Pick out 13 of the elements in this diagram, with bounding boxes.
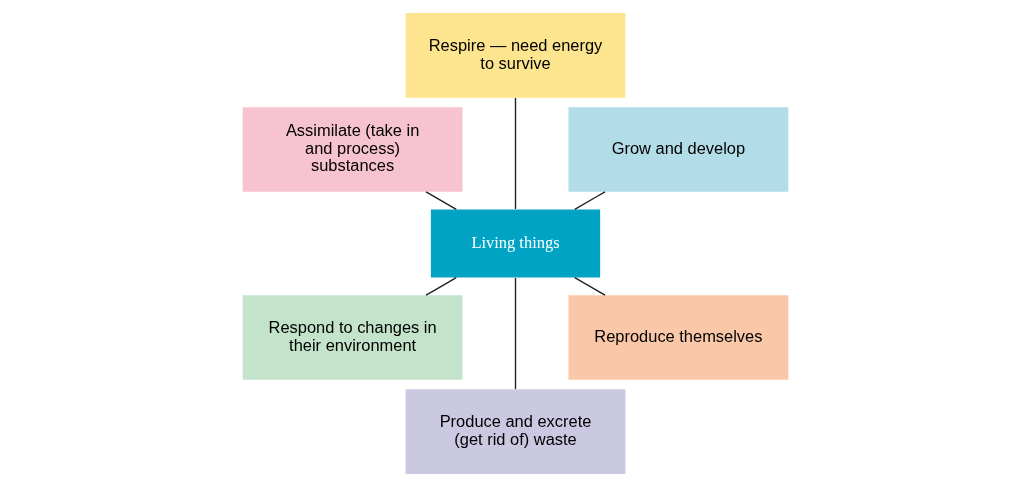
connector — [574, 191, 606, 210]
node-box: Respond to changes in their environment — [242, 295, 463, 380]
node-box: Assimilate (take in and process) substances — [242, 107, 463, 192]
node-box: Reproduce themselves — [568, 295, 789, 380]
connector — [425, 277, 457, 296]
connector — [514, 97, 517, 210]
connector — [425, 191, 457, 210]
node-box: Grow and develop — [568, 107, 789, 192]
node-box: Living things — [430, 209, 601, 278]
connector — [514, 277, 517, 390]
node-box: Produce and excrete (get rid of) waste — [405, 389, 626, 474]
connector — [574, 277, 606, 296]
node-box: Respire — need energy to survive — [405, 13, 626, 98]
